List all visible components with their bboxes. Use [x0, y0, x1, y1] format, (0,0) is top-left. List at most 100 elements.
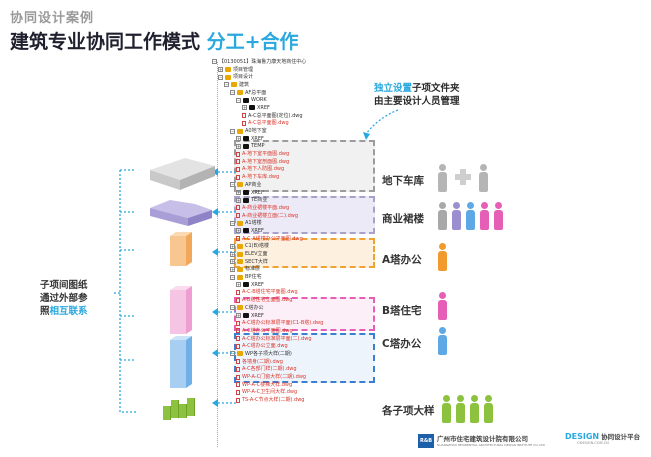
collapse-icon[interactable]: − — [218, 74, 223, 80]
tree-row[interactable]: A-B塔住宅立面图.dwg — [212, 296, 387, 304]
tree-row[interactable]: WP-A-C门窗大样(二期).dwg — [212, 373, 387, 381]
tree-row[interactable]: A-C总平面图(定位).dwg — [212, 112, 387, 120]
annotation-line2: 由主要设计人员管理 — [374, 96, 460, 107]
tower-c-block — [170, 336, 192, 388]
tree-row[interactable]: TS-A-C节点大样(二期).dwg — [212, 396, 387, 404]
tree-row[interactable]: − BP住宅 — [212, 273, 387, 281]
tree-row[interactable]: +XREF — [212, 104, 387, 112]
tree-row[interactable]: A-商业裙楼立面(二).dwg — [212, 212, 387, 220]
tree-row[interactable]: +XREF — [212, 189, 387, 197]
expand-icon[interactable]: + — [218, 67, 223, 73]
tree-row-label: TS-A-C节点大样(二期).dwg — [242, 397, 305, 404]
tree-row[interactable]: −建筑 — [212, 81, 387, 89]
tree-row[interactable]: A-C塔办公标准层平面(C1-B塔).dwg — [212, 319, 387, 327]
tree-row[interactable]: A-C-B塔住宅平面图.dwg — [212, 289, 387, 297]
tree-row[interactable]: −【0130051】珠海鲁力康天地商住中心 — [212, 58, 387, 66]
tree-row[interactable]: WP-A-C卫生间大样.dwg — [212, 389, 387, 397]
tree-row[interactable]: +SECT大样 — [212, 258, 387, 266]
tree-row[interactable]: +XREF — [212, 312, 387, 320]
tree-row-label: 项目管理 — [233, 66, 254, 73]
tree-row[interactable]: A-C-A塔楼办公平面图.dwg — [212, 235, 387, 243]
zone-tower-b — [234, 297, 375, 331]
tree-row[interactable]: A-地下人防图.dwg — [212, 166, 387, 174]
collapse-icon[interactable]: − — [230, 90, 235, 96]
tree-row-label: A-地下车库.dwg — [242, 174, 280, 181]
side-note-line2: 通过外部参 — [40, 293, 88, 304]
tree-row[interactable]: +TEMP — [212, 143, 387, 151]
expand-icon[interactable]: + — [236, 190, 241, 196]
tree-row[interactable]: +TE商业 — [212, 196, 387, 204]
tree-row[interactable]: A-地下室平面图.dwg — [212, 150, 387, 158]
collapse-icon[interactable]: − — [230, 305, 235, 311]
tree-row[interactable]: +XREF — [212, 135, 387, 143]
tree-row[interactable]: A-C各部门样(二期).dwg — [212, 366, 387, 374]
tree-row[interactable]: −A1塔楼 — [212, 219, 387, 227]
tree-row[interactable]: A-商业裙楼平面.dwg — [212, 204, 387, 212]
folder-icon — [237, 274, 243, 280]
collapse-icon[interactable]: − — [236, 97, 241, 103]
expand-icon[interactable]: + — [230, 266, 235, 272]
collapse-icon[interactable]: − — [212, 59, 217, 65]
category-label-details: 各子项大样 — [382, 405, 435, 417]
expand-icon[interactable]: + — [230, 243, 235, 249]
collapse-icon[interactable]: − — [230, 182, 235, 188]
tree-row[interactable]: A-C塔办公标准层平面(二).dwg — [212, 335, 387, 343]
tree-row[interactable]: −C塔办公 — [212, 304, 387, 312]
file-icon — [242, 120, 246, 126]
tree-row[interactable]: 各墙身(二期).dwg — [212, 358, 387, 366]
collapse-icon[interactable]: − — [230, 351, 235, 357]
zone-tower-a — [234, 238, 375, 268]
expand-icon[interactable]: + — [236, 282, 241, 288]
person-icon — [470, 395, 479, 423]
folder-icon — [237, 251, 243, 257]
tree-row[interactable]: −项目设计 — [212, 73, 387, 81]
tree-row[interactable]: A-C总平面图.dwg — [212, 120, 387, 128]
tree-row[interactable]: A-C塔办公平面图.dwg — [212, 327, 387, 335]
tower-b-block — [170, 286, 192, 334]
tree-row[interactable]: − A0地下室 — [212, 127, 387, 135]
tree-row[interactable]: WP-A-C楼梯大样.dwg — [212, 381, 387, 389]
expand-icon[interactable]: + — [236, 143, 241, 149]
title-main: 建筑专业协同工作模式 — [10, 31, 207, 53]
tree-row-label: WP-A-C门窗大样(二期).dwg — [242, 374, 307, 381]
expand-icon[interactable]: + — [236, 313, 241, 319]
tree-row[interactable]: +标准层 — [212, 266, 387, 274]
tree-row[interactable]: +ELEV立面 — [212, 250, 387, 258]
tree-row-label: WP-A-C楼梯大样.dwg — [242, 381, 293, 388]
tree-row-label: A-C总平面图(定位).dwg — [248, 112, 303, 119]
tree-row[interactable]: −WP各子项大样(二期) — [212, 350, 387, 358]
collapse-icon[interactable]: − — [224, 82, 229, 88]
tree-row[interactable]: +XREF — [212, 227, 387, 235]
tree-row-label: BP住宅 — [245, 274, 262, 281]
tree-row-label: A0地下室 — [245, 128, 267, 135]
tree-row[interactable]: +C1(B)塔楼 — [212, 243, 387, 251]
tree-row[interactable]: −AF总平面 — [212, 89, 387, 97]
collapse-icon[interactable]: − — [230, 220, 235, 226]
person-icon — [438, 292, 447, 320]
expand-icon[interactable]: + — [236, 136, 241, 142]
file-icon — [236, 336, 240, 342]
collapse-icon[interactable]: − — [230, 274, 235, 280]
expand-icon[interactable]: + — [230, 259, 235, 265]
tree-row[interactable]: −AP商业 — [212, 181, 387, 189]
expand-icon[interactable]: + — [236, 197, 241, 203]
tree-row-label: A-地下室平面图.dwg — [242, 151, 290, 158]
person-icon — [456, 395, 465, 423]
tree-row[interactable]: A-地下车库.dwg — [212, 173, 387, 181]
expand-icon[interactable]: + — [236, 228, 241, 234]
collapse-icon[interactable]: − — [230, 128, 235, 134]
expand-icon[interactable]: + — [242, 105, 247, 111]
file-icon — [236, 213, 240, 219]
tree-row[interactable]: A-C塔办公立面.dwg — [212, 342, 387, 350]
tree-row[interactable]: +XREF — [212, 281, 387, 289]
folder-icon — [237, 266, 243, 272]
person-icon — [479, 164, 488, 192]
person-icon — [484, 395, 493, 423]
company-logo-mark: R&B — [418, 434, 434, 448]
tree-row[interactable]: −WORK — [212, 96, 387, 104]
tree-row[interactable]: + 项目管理 — [212, 66, 387, 74]
tree-row[interactable]: A-地下室剖面图.dwg — [212, 158, 387, 166]
folder-icon — [243, 136, 249, 142]
file-icon — [236, 320, 240, 326]
expand-icon[interactable]: + — [230, 251, 235, 257]
